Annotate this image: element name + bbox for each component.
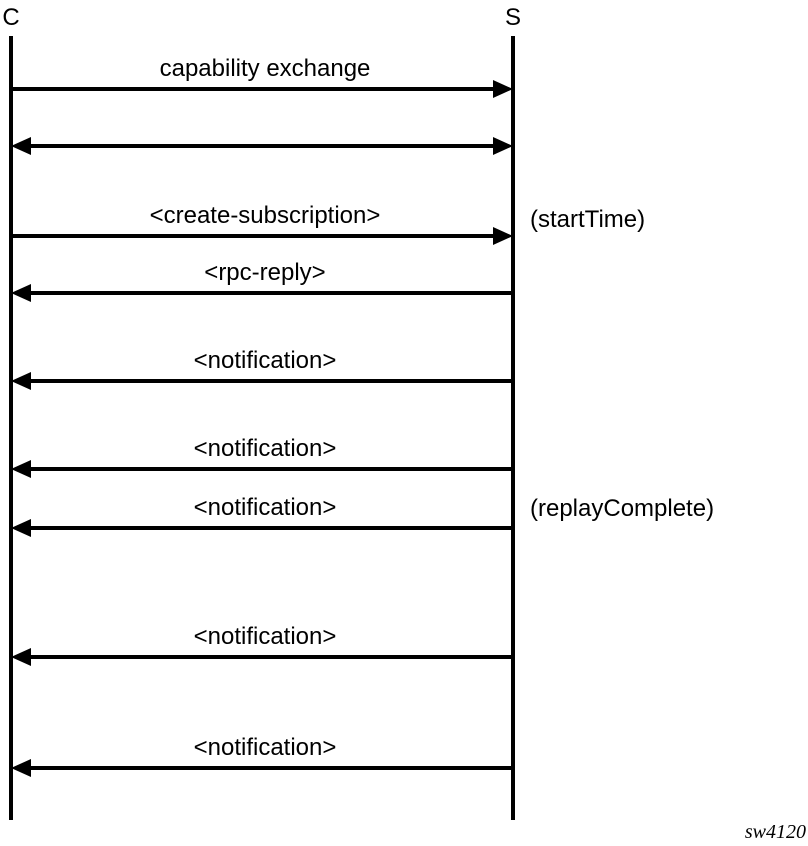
message-arrow: <notification> bbox=[11, 494, 513, 537]
arrowhead-left-icon bbox=[11, 284, 31, 302]
message-label: <notification> bbox=[194, 623, 337, 650]
arrowhead-left-icon bbox=[11, 519, 31, 537]
message-label: <notification> bbox=[194, 347, 337, 374]
message-arrow: <notification> bbox=[11, 623, 513, 666]
arrowhead-left-icon bbox=[11, 460, 31, 478]
message-label: <notification> bbox=[194, 435, 337, 462]
messages-group: capability exchange <create-subscription>… bbox=[11, 55, 513, 777]
arrowhead-left-icon bbox=[11, 137, 31, 155]
message-label: <create-subscription> bbox=[150, 202, 381, 229]
arrowhead-left-icon bbox=[11, 372, 31, 390]
replay-complete-annotation: (replayComplete) bbox=[530, 495, 714, 522]
message-arrow: <notification> bbox=[11, 435, 513, 478]
arrowhead-right-icon bbox=[493, 80, 513, 98]
message-arrow: capability exchange bbox=[11, 55, 513, 98]
message-label: <rpc-reply> bbox=[204, 259, 325, 286]
message-label: capability exchange bbox=[160, 55, 371, 82]
message-label: <notification> bbox=[194, 494, 337, 521]
message-label: <notification> bbox=[194, 734, 337, 761]
client-label: C bbox=[2, 4, 19, 31]
arrowhead-right-icon bbox=[493, 227, 513, 245]
server-label: S bbox=[505, 4, 521, 31]
start-time-annotation: (startTime) bbox=[530, 206, 645, 233]
message-arrow: <create-subscription> bbox=[11, 202, 513, 245]
message-arrow: <notification> bbox=[11, 347, 513, 390]
message-arrow: <notification> bbox=[11, 734, 513, 777]
arrowhead-left-icon bbox=[11, 759, 31, 777]
figure-id: sw4120 bbox=[745, 821, 806, 843]
arrowhead-right-icon bbox=[493, 137, 513, 155]
message-arrow bbox=[11, 137, 513, 155]
arrowhead-left-icon bbox=[11, 648, 31, 666]
message-arrow: <rpc-reply> bbox=[11, 259, 513, 302]
